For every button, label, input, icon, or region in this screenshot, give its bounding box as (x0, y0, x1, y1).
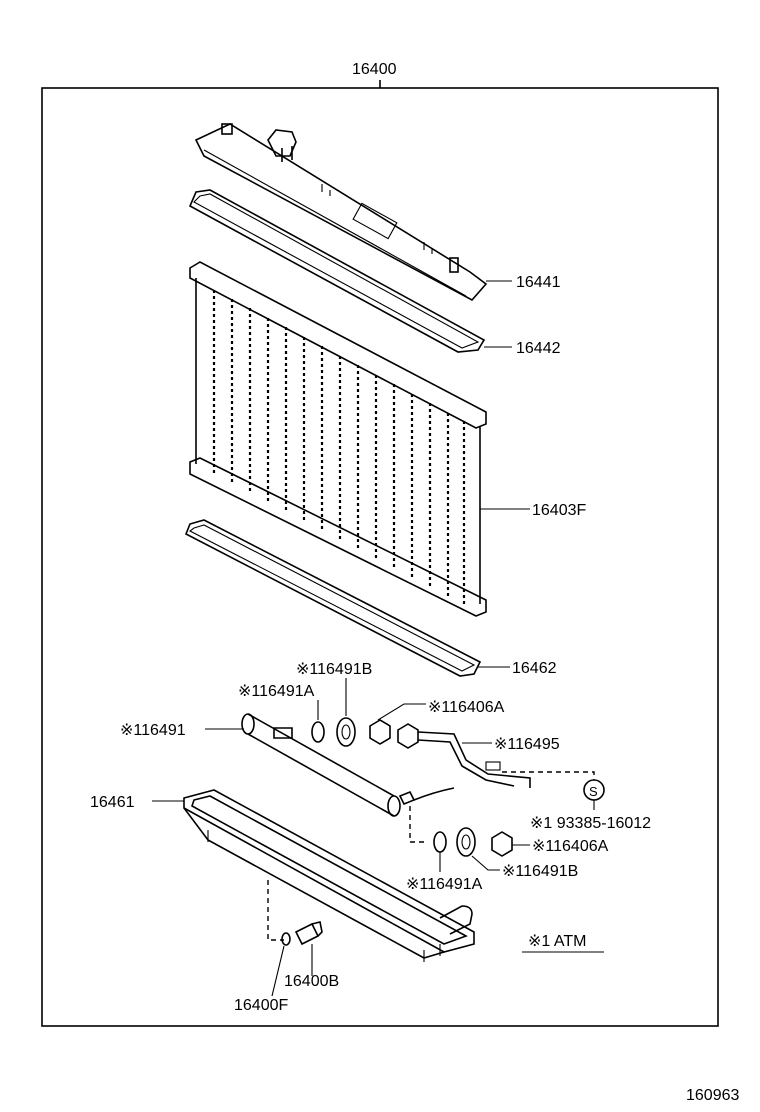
drain-cock-label: 16400B (284, 973, 339, 990)
upper-tank-label: 16441 (516, 274, 561, 291)
nut-lower-label: ※116406A (532, 838, 609, 855)
gasket-a-upper (311, 721, 325, 743)
gasket-a-upper-label: ※116491A (238, 683, 315, 700)
core-label: 16403F (532, 502, 586, 519)
radiator-core (189, 261, 487, 617)
oil-cooler (241, 713, 455, 817)
clamp-symbol-label: S (589, 784, 598, 799)
upper-gasket (188, 189, 486, 353)
upper-gasket-label: 16442 (516, 340, 561, 357)
drain-gasket (281, 932, 291, 946)
oil-cooler-label: ※116491 (120, 722, 186, 739)
clamp-connector (502, 771, 595, 780)
drain-gasket-leader (271, 945, 285, 997)
gasket-b-lower-leader (471, 855, 500, 871)
drain-connector (267, 880, 284, 941)
gasket-a-lower (433, 831, 447, 853)
assembly-number-label: 16400 (352, 61, 397, 78)
lower-gasket-label: 16462 (512, 660, 557, 677)
gasket-b-upper-label: ※116491B (296, 661, 372, 678)
cooler-drop-connector (409, 806, 428, 843)
drain-cock (294, 921, 323, 946)
lower-gasket (184, 519, 482, 677)
lower-tank (183, 789, 475, 962)
nut-upper-leader (377, 703, 426, 721)
lower-tank-label: 16461 (90, 794, 135, 811)
gasket-a-lower-label: ※116491A (406, 876, 483, 893)
gasket-b-lower (456, 827, 476, 857)
upper-tank (194, 123, 488, 302)
nut-lower (491, 831, 513, 857)
clamp-label: ※1 93385-16012 (530, 815, 651, 832)
nut-upper-label: ※116406A (428, 699, 505, 716)
legend-text: ※1 ATM (528, 933, 586, 950)
assembly-frame (41, 87, 719, 1027)
cooler-pipe (397, 723, 531, 788)
gasket-b-upper (336, 717, 356, 747)
figure-id: 160963 (686, 1087, 739, 1104)
cooler-pipe-label: ※116495 (494, 736, 560, 753)
gasket-b-lower-label: ※116491B (502, 863, 578, 880)
drain-gasket-label: 16400F (234, 997, 288, 1014)
nut-upper (369, 719, 391, 745)
